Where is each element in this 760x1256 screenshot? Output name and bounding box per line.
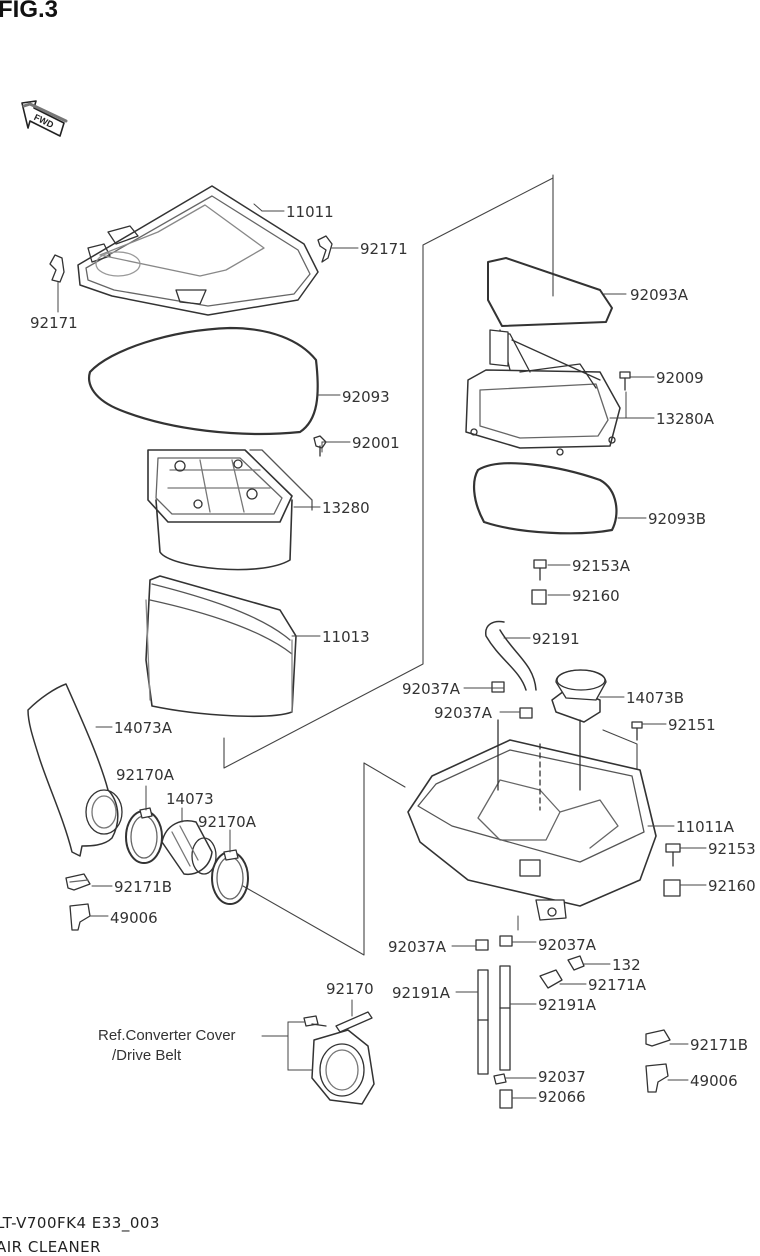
part-label-11011: 11011 xyxy=(286,203,334,221)
drain-cap-49006-right xyxy=(645,1063,669,1093)
part-number-labels: 11011 92171 92171 92093 92001 13280 1101… xyxy=(30,203,756,1106)
part-label-92037A: 92037A xyxy=(434,704,493,722)
element-holder-13280A xyxy=(465,329,621,456)
bolt-icon xyxy=(303,1015,327,1027)
part-label-132: 132 xyxy=(612,956,641,974)
bolt-92153-icon xyxy=(665,843,681,867)
clip-92037-icon xyxy=(493,1073,507,1085)
gasket-92093 xyxy=(88,326,319,436)
part-label-13280: 13280 xyxy=(322,499,370,517)
drain-tube-92191A-right xyxy=(499,965,511,1071)
drain-tube-92191A-left xyxy=(477,969,489,1075)
clip-92037A-upper-icon xyxy=(491,681,533,719)
bolt-92153A-icon xyxy=(533,559,547,581)
part-label-49006: 49006 xyxy=(690,1072,738,1090)
part-label-14073A: 14073A xyxy=(114,719,173,737)
part-label-92171B: 92171B xyxy=(690,1036,748,1054)
part-label-92171: 92171 xyxy=(30,314,78,332)
part-label-92037A: 92037A xyxy=(402,680,461,698)
figure-title: FIG.3 xyxy=(0,0,59,23)
part-label-92151: 92151 xyxy=(668,716,716,734)
air-filter-element-11013 xyxy=(145,575,297,718)
part-label-92170A: 92170A xyxy=(116,766,175,784)
grommet-92160-bottom-icon xyxy=(663,879,681,897)
ref-note-line2: /Drive Belt xyxy=(112,1047,182,1064)
clamp-92170-icon xyxy=(335,1011,373,1033)
converter-cover-fragment xyxy=(311,1029,375,1105)
gasket-92093B xyxy=(472,462,618,535)
part-label-92160: 92160 xyxy=(572,587,620,605)
part-label-92171B: 92171B xyxy=(114,878,172,896)
assembly-boundary-lines xyxy=(223,174,638,956)
part-label-92001: 92001 xyxy=(352,434,400,452)
screw-92151-icon xyxy=(631,721,643,741)
part-label-92153: 92153 xyxy=(708,840,756,858)
air-cleaner-case-11011A xyxy=(407,719,657,921)
wing-bolt-icon xyxy=(313,435,327,457)
grommet-92160-top-icon xyxy=(531,589,547,605)
fwd-arrow-icon: FWD xyxy=(21,100,68,137)
part-label-92171A: 92171A xyxy=(588,976,647,994)
air-cleaner-cover-11011 xyxy=(77,185,319,316)
diagram-title: AIR CLEANER xyxy=(0,1238,102,1256)
part-label-92170A: 92170A xyxy=(198,813,257,831)
part-label-92191: 92191 xyxy=(532,630,580,648)
part-label-92191A: 92191A xyxy=(392,984,451,1002)
leader-lines xyxy=(57,203,707,1099)
element-holder-13280 xyxy=(147,449,313,571)
gasket-92093A xyxy=(487,257,613,327)
hose-clamp-92170A-left xyxy=(125,807,163,864)
drain-cap-49006-left xyxy=(69,903,91,931)
part-label-92153A: 92153A xyxy=(572,557,631,575)
intake-duct-14073B xyxy=(551,669,607,723)
part-label-92009: 92009 xyxy=(656,369,704,387)
part-label-49006: 49006 xyxy=(110,909,158,927)
diagram-code: LT-V700FK4 E33_003 xyxy=(0,1214,160,1232)
part-label-11011A: 11011A xyxy=(676,818,735,836)
part-label-92037: 92037 xyxy=(538,1068,586,1086)
part-label-92037A: 92037A xyxy=(538,936,597,954)
clamp-92171B-left xyxy=(65,873,91,891)
part-label-11013: 11013 xyxy=(322,628,370,646)
part-label-14073B: 14073B xyxy=(626,689,684,707)
plug-92066-icon xyxy=(499,1089,513,1109)
part-label-92171: 92171 xyxy=(360,240,408,258)
part-label-92066: 92066 xyxy=(538,1088,586,1106)
breather-hose-92191 xyxy=(485,620,537,691)
intake-duct-14073A xyxy=(27,683,123,857)
part-label-92093B: 92093B xyxy=(648,510,706,528)
clip-icon xyxy=(49,235,333,283)
hose-clamp-92170A-right xyxy=(211,849,249,905)
clamp-92171B-right xyxy=(645,1029,671,1047)
part-label-92191A: 92191A xyxy=(538,996,597,1014)
clip-92037A-lower-icon xyxy=(475,935,513,951)
part-label-92160: 92160 xyxy=(708,877,756,895)
screw-92009-icon xyxy=(619,371,631,391)
part-label-14073: 14073 xyxy=(166,790,214,808)
part-label-92093A: 92093A xyxy=(630,286,689,304)
joint-boot-14073 xyxy=(161,820,217,876)
part-label-92170: 92170 xyxy=(326,980,374,998)
clamp-92171A-icon xyxy=(539,969,563,989)
screw-132-icon xyxy=(567,955,585,971)
ref-note-line1: Ref.Converter Cover xyxy=(98,1027,236,1044)
part-label-13280A: 13280A xyxy=(656,410,715,428)
part-label-92093: 92093 xyxy=(342,388,390,406)
part-label-92037A: 92037A xyxy=(388,938,447,956)
